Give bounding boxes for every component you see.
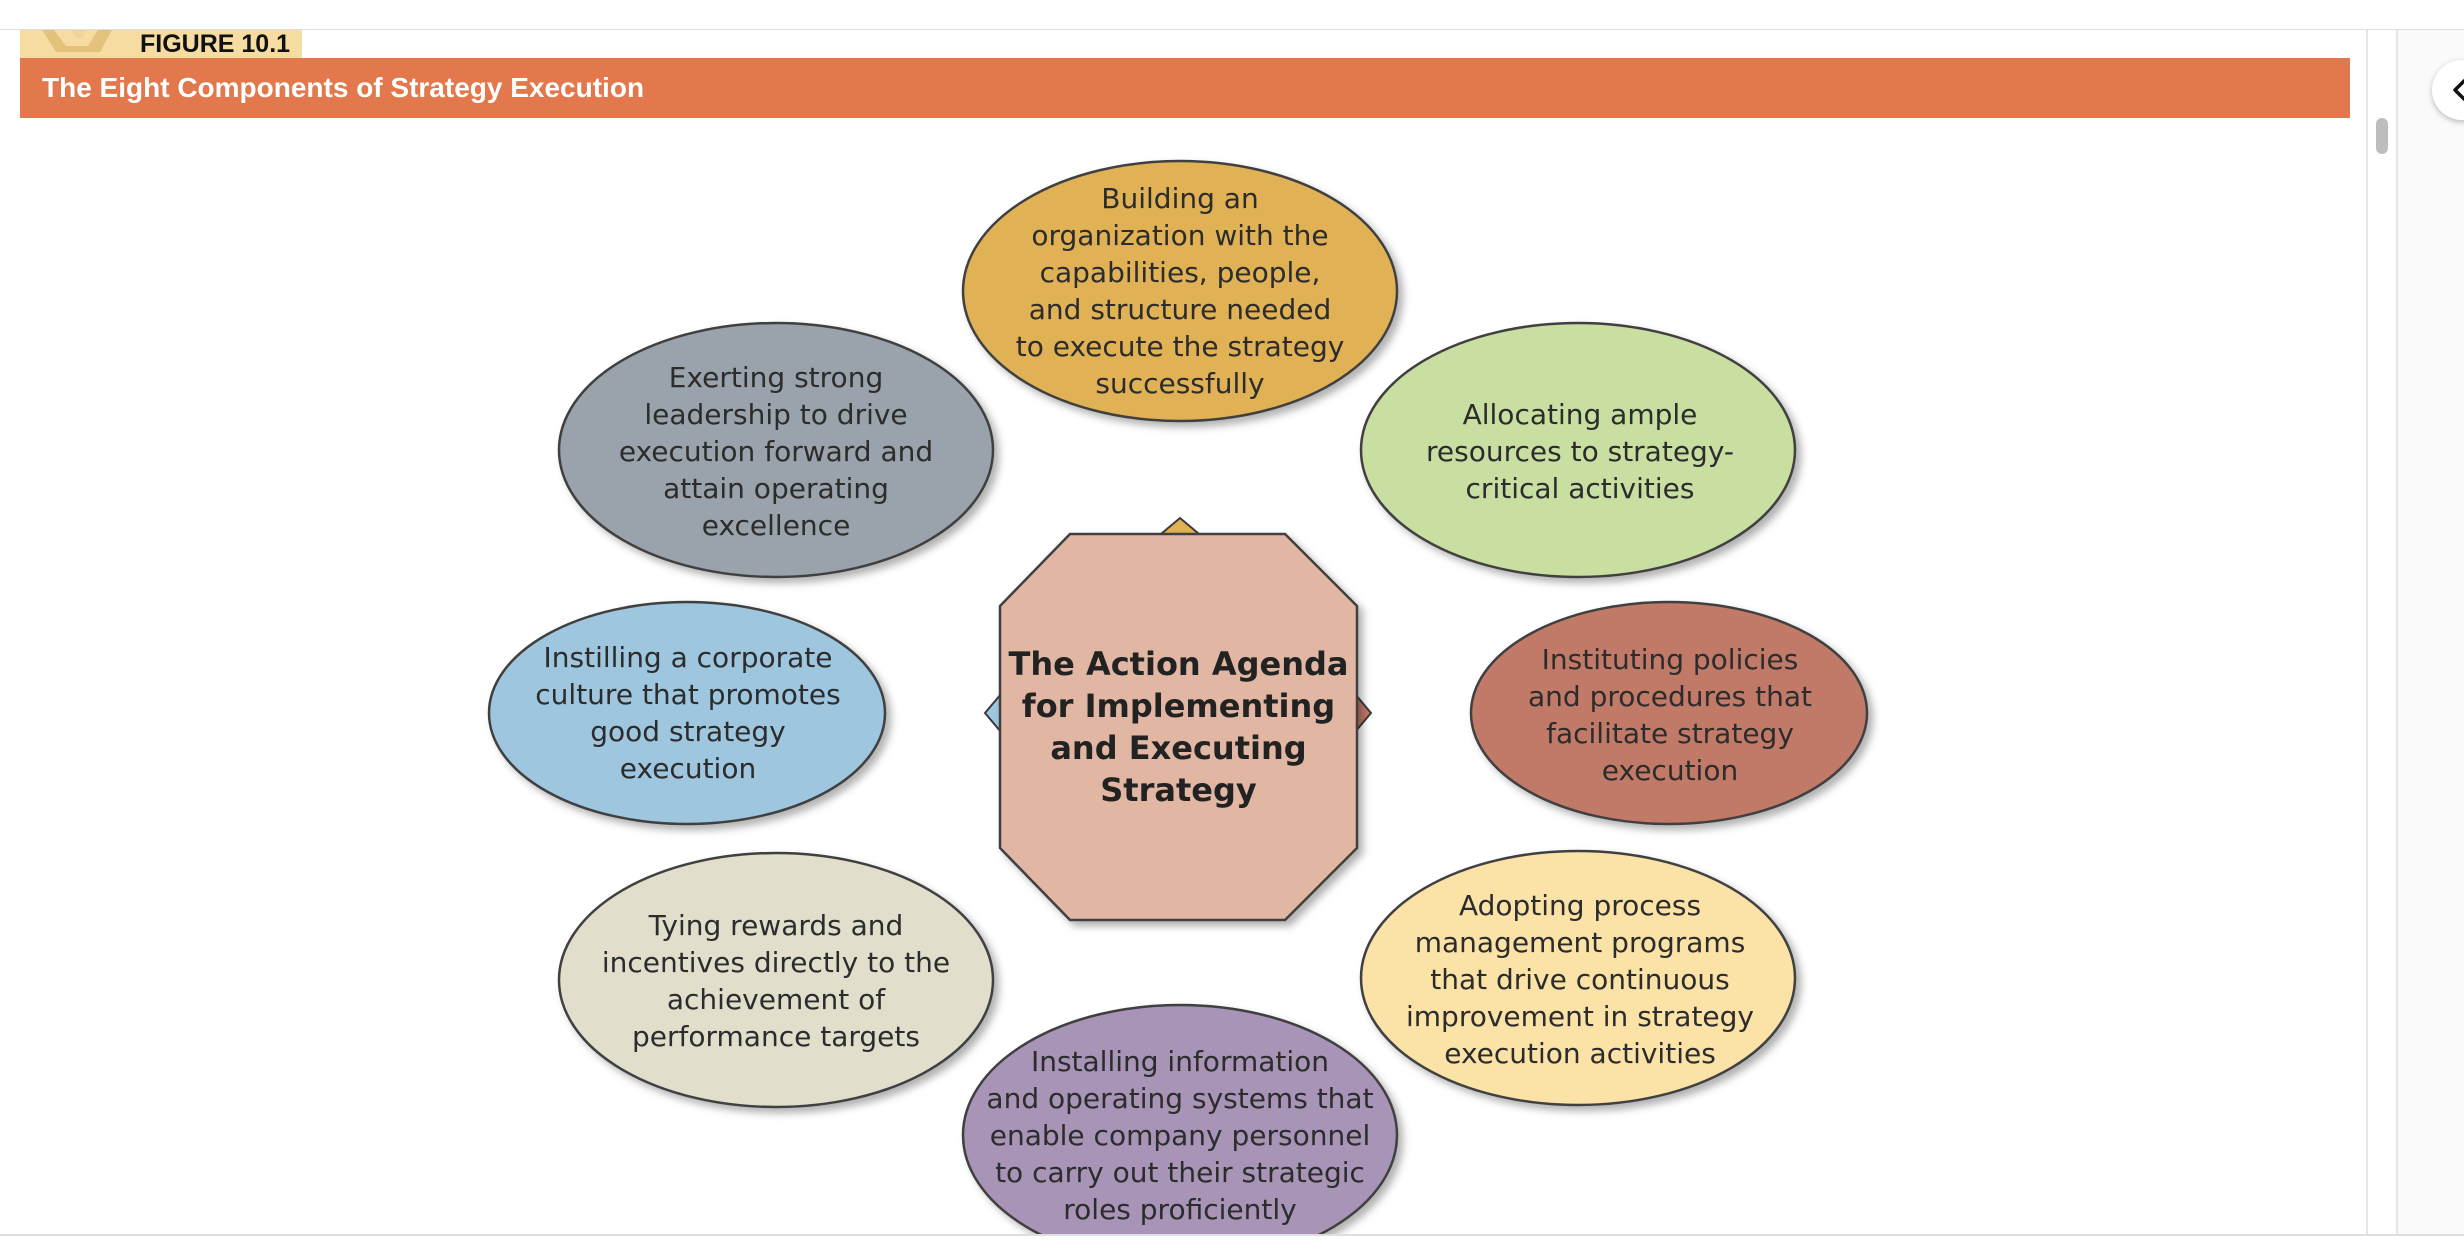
component-top-right-ellipse xyxy=(1359,321,1797,579)
label-line: Allocating ample xyxy=(1462,397,1698,431)
component-bottom-label: Installing information and operating sys… xyxy=(960,1004,1400,1234)
label-line: execution forward and xyxy=(618,434,934,468)
label-line: to carry out their strategic xyxy=(995,1155,1365,1189)
label-line: enable company personnel xyxy=(989,1118,1371,1152)
component-bottom-left-ellipse xyxy=(557,851,995,1109)
label-line: Instituting policies xyxy=(1541,643,1799,676)
figure-number: FIGURE 10.1 xyxy=(140,30,291,58)
label-line: to execute the strategy xyxy=(1015,330,1345,363)
top-border xyxy=(0,0,2464,31)
component-top-right-label: Allocating ample resources to strategy- … xyxy=(1360,320,1800,582)
figure-title: The Eight Components of Strategy Executi… xyxy=(42,72,645,103)
component-right-label: Instituting policies and procedures that… xyxy=(1470,602,1870,828)
label-line: Building an xyxy=(1101,182,1259,215)
component-right-ellipse xyxy=(1469,600,1869,826)
label-line: organization with the xyxy=(1031,219,1329,252)
strategy-diagram xyxy=(487,159,1869,1234)
label-line: Tying rewards and xyxy=(648,909,904,942)
label-line: successfully xyxy=(1095,367,1265,400)
label-line: facilitate strategy xyxy=(1546,717,1794,750)
decorative-chevron-icon xyxy=(42,30,112,52)
center-line: for Implementing xyxy=(1021,687,1336,725)
component-top-left-label: Exerting strong leadership to drive exec… xyxy=(556,320,996,582)
label-line: leadership to drive xyxy=(644,397,908,431)
figure-content: FIGURE 10.1 The Eight Components of Stra… xyxy=(0,30,2366,1234)
label-line: and operating systems that xyxy=(986,1081,1374,1115)
ellipses xyxy=(487,159,1869,1234)
label-line: good strategy xyxy=(590,715,786,748)
label-line: achievement of xyxy=(666,983,886,1016)
chevron-left-icon xyxy=(2453,79,2464,101)
label-line: and procedures that xyxy=(1528,680,1812,713)
label-line: execution xyxy=(1601,754,1739,787)
label-line: culture that promotes xyxy=(535,678,841,711)
label-line: that drive continuous xyxy=(1430,962,1730,996)
label-line: Instilling a corporate xyxy=(543,641,833,674)
label-line: incentives directly to the xyxy=(601,946,951,979)
center-line: and Executing xyxy=(1050,729,1307,767)
label-line: roles proficiently xyxy=(1063,1192,1297,1226)
label-line: Exerting strong xyxy=(668,360,884,394)
label-line: execution xyxy=(619,752,757,785)
center-octagon xyxy=(998,532,1359,922)
label-line: and structure needed xyxy=(1028,293,1332,326)
center-label: The Action Agenda for Implementing and E… xyxy=(1000,534,1357,920)
component-top-ellipse xyxy=(961,159,1399,423)
component-top-label: Building an organization with the capabi… xyxy=(960,160,1400,422)
bottom-border xyxy=(0,1234,2464,1256)
label-line: execution activities xyxy=(1444,1036,1716,1070)
component-bottom-right-label: Adopting process management programs tha… xyxy=(1360,848,1800,1110)
label-line: critical activities xyxy=(1465,471,1695,505)
label-line: attain operating xyxy=(663,471,889,505)
label-line: management programs xyxy=(1414,925,1746,959)
component-bottom-ellipse xyxy=(961,1003,1399,1234)
figure-tab: FIGURE 10.1 xyxy=(20,30,302,58)
component-bottom-right-ellipse xyxy=(1359,849,1797,1107)
label-line: capabilities, people, xyxy=(1039,256,1321,289)
component-left-ellipse xyxy=(487,600,887,826)
label-line: Adopting process xyxy=(1458,888,1702,922)
vertical-scrollbar[interactable] xyxy=(2366,30,2398,1234)
center-line: Strategy xyxy=(1100,771,1257,809)
component-bottom-left-label: Tying rewards and incentives directly to… xyxy=(556,850,996,1112)
component-top-left-ellipse xyxy=(557,321,995,579)
label-line: improvement in strategy xyxy=(1406,999,1754,1033)
label-line: Installing information xyxy=(1030,1044,1330,1078)
label-line: performance targets xyxy=(632,1020,920,1053)
component-left-label: Instilling a corporate culture that prom… xyxy=(488,600,888,826)
center-line: The Action Agenda xyxy=(1008,645,1349,683)
scrollbar-thumb[interactable] xyxy=(2376,118,2388,154)
label-line: excellence xyxy=(701,508,851,542)
figure-title-bar: The Eight Components of Strategy Executi… xyxy=(20,58,2350,118)
label-line: resources to strategy- xyxy=(1426,434,1734,468)
collapse-panel-button[interactable] xyxy=(2432,60,2464,120)
side-panel xyxy=(2396,30,2464,1234)
